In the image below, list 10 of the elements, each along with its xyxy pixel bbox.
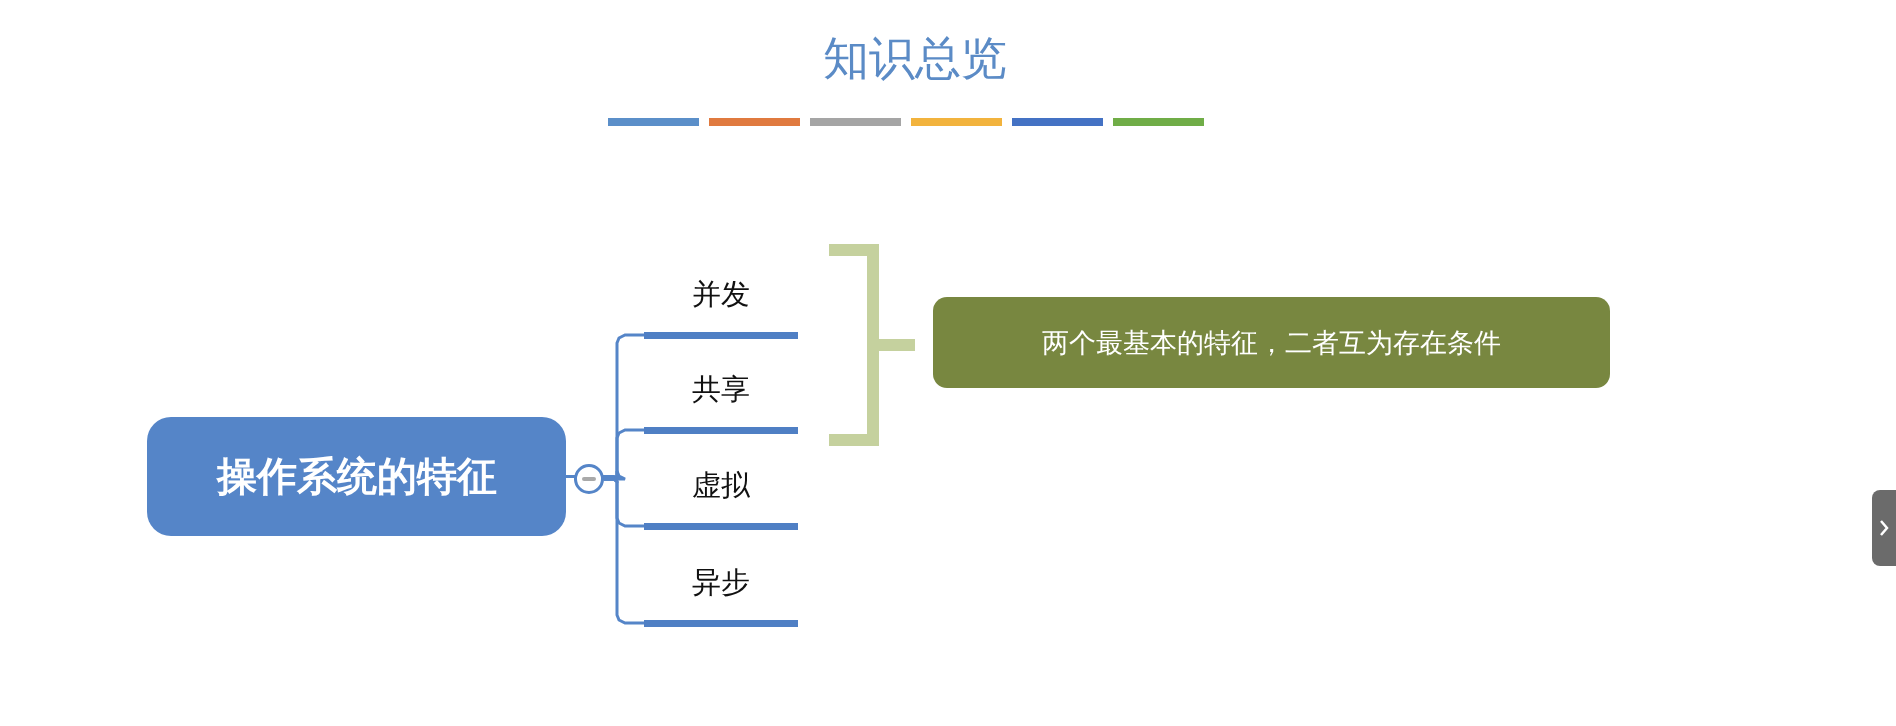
node-text: 操作系统的特征 [216,452,497,501]
node-text: 异步 [692,564,750,601]
note-box [933,297,1610,388]
topic-box [147,417,566,536]
title: 知识总览 [822,30,1008,87]
node-text: 共享 [692,371,750,408]
collapse-circle [574,464,604,494]
node-text: 并发 [692,276,750,313]
node-text: 虚拟 [692,467,750,504]
node-text: 两个最基本的特征，二者互为存在条件 [1042,325,1501,360]
